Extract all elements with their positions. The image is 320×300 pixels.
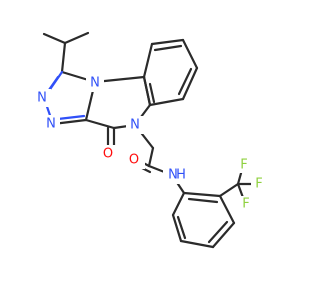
atom-label-background xyxy=(236,157,252,173)
bond xyxy=(218,194,236,225)
bond xyxy=(56,114,86,121)
bond xyxy=(207,220,229,244)
bond xyxy=(147,146,155,168)
atom-n-amide: N xyxy=(168,168,178,183)
bond xyxy=(179,239,215,249)
atom-n-bridge: N xyxy=(90,76,100,91)
atom-label-background xyxy=(127,151,145,169)
bond xyxy=(142,75,152,107)
atom-n-triazole-bottom: N xyxy=(46,117,56,132)
bond xyxy=(153,44,183,52)
bond xyxy=(181,38,199,70)
bond xyxy=(142,42,154,79)
bond xyxy=(171,213,183,243)
molecule-structure: N N N N O O N H F F F xyxy=(33,31,267,249)
atom-n-triazole-left: N xyxy=(37,91,47,106)
atom-label-background xyxy=(126,116,144,134)
bond xyxy=(171,191,186,217)
atom-o-ketone: O xyxy=(103,147,113,162)
bond xyxy=(181,66,199,101)
bond xyxy=(60,41,67,74)
atom-label-background xyxy=(99,145,117,163)
bond xyxy=(182,191,222,198)
atom-label-background xyxy=(33,89,51,107)
atom-label-background xyxy=(251,176,267,192)
atom-label-background xyxy=(42,115,60,133)
bond xyxy=(42,32,67,45)
atom-f-top: F xyxy=(240,158,247,173)
bond xyxy=(150,38,185,46)
atom-f-bottom: F xyxy=(242,197,249,212)
bond xyxy=(176,215,187,240)
bond xyxy=(187,197,219,204)
bond xyxy=(63,31,90,45)
atom-h-amide: H xyxy=(176,168,186,183)
atom-n-ring-amide: N xyxy=(130,118,140,133)
bond xyxy=(148,97,185,107)
atom-o-amide: O xyxy=(129,153,139,168)
bond xyxy=(218,182,240,198)
bond xyxy=(148,82,156,104)
atom-label-background xyxy=(163,166,183,184)
atom-label-background xyxy=(238,196,254,212)
atom-label-background xyxy=(86,74,104,92)
bond xyxy=(177,67,193,96)
bond xyxy=(84,118,116,130)
atom-f-right: F xyxy=(255,177,262,192)
bond xyxy=(211,221,236,249)
